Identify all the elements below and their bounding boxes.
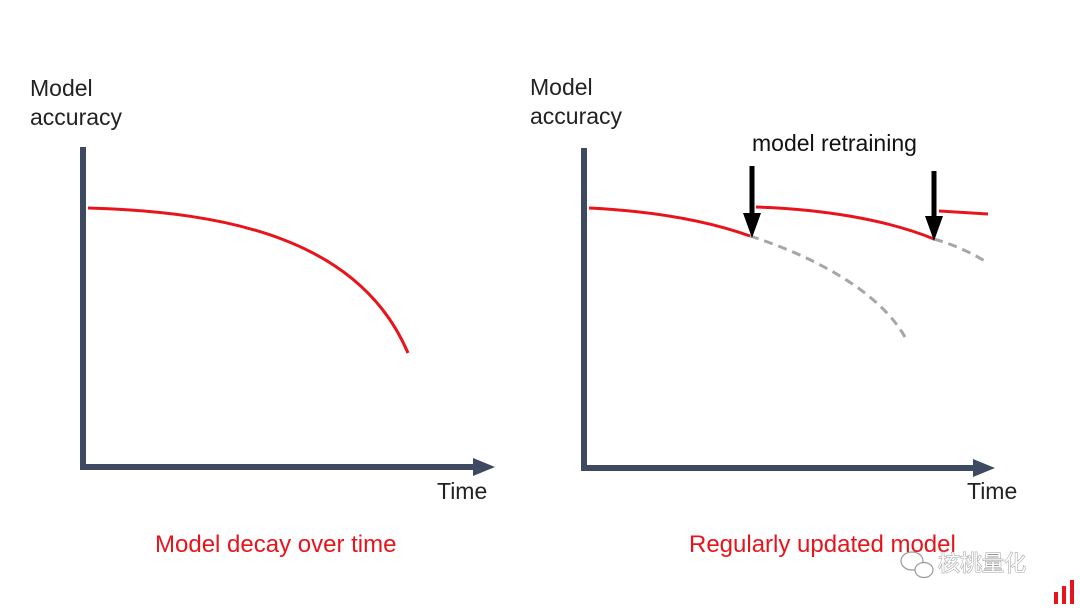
left-accuracy-decay-curve: [87, 206, 410, 354]
right-accuracy-segment-1: [588, 206, 751, 238]
left-x-axis-arrowhead: [473, 458, 495, 476]
right-accuracy-segment-2: [755, 205, 935, 241]
retraining-arrow-2: [925, 171, 943, 241]
left-y-axis-label-line2: accuracy: [30, 104, 123, 130]
left-x-axis-label: Time: [437, 478, 487, 504]
left-caption: Model decay over time: [155, 531, 396, 558]
right-panel: Model accuracy model retraining Time Reg…: [530, 74, 1017, 558]
right-accuracy-segment-3: [938, 209, 989, 216]
wechat-icon: [900, 551, 934, 579]
watermark: 核桃量化: [900, 551, 1027, 579]
right-decay-projection-1: [749, 234, 907, 338]
watermark-text: 核桃量化: [938, 552, 1026, 577]
retraining-arrow-1: [743, 166, 761, 238]
right-x-axis-label: Time: [967, 478, 1017, 504]
bar-chart-logo-icon: [1054, 580, 1074, 604]
right-x-axis-arrowhead: [973, 459, 995, 477]
right-y-axis-label-line1: Model: [530, 74, 593, 100]
right-decay-projection-2: [933, 237, 989, 265]
retraining-annotation: model retraining: [752, 130, 917, 156]
left-panel: Model accuracy Time Model decay over tim…: [30, 75, 495, 558]
right-y-axis-label-line2: accuracy: [530, 103, 623, 129]
left-y-axis-label-line1: Model: [30, 75, 93, 101]
